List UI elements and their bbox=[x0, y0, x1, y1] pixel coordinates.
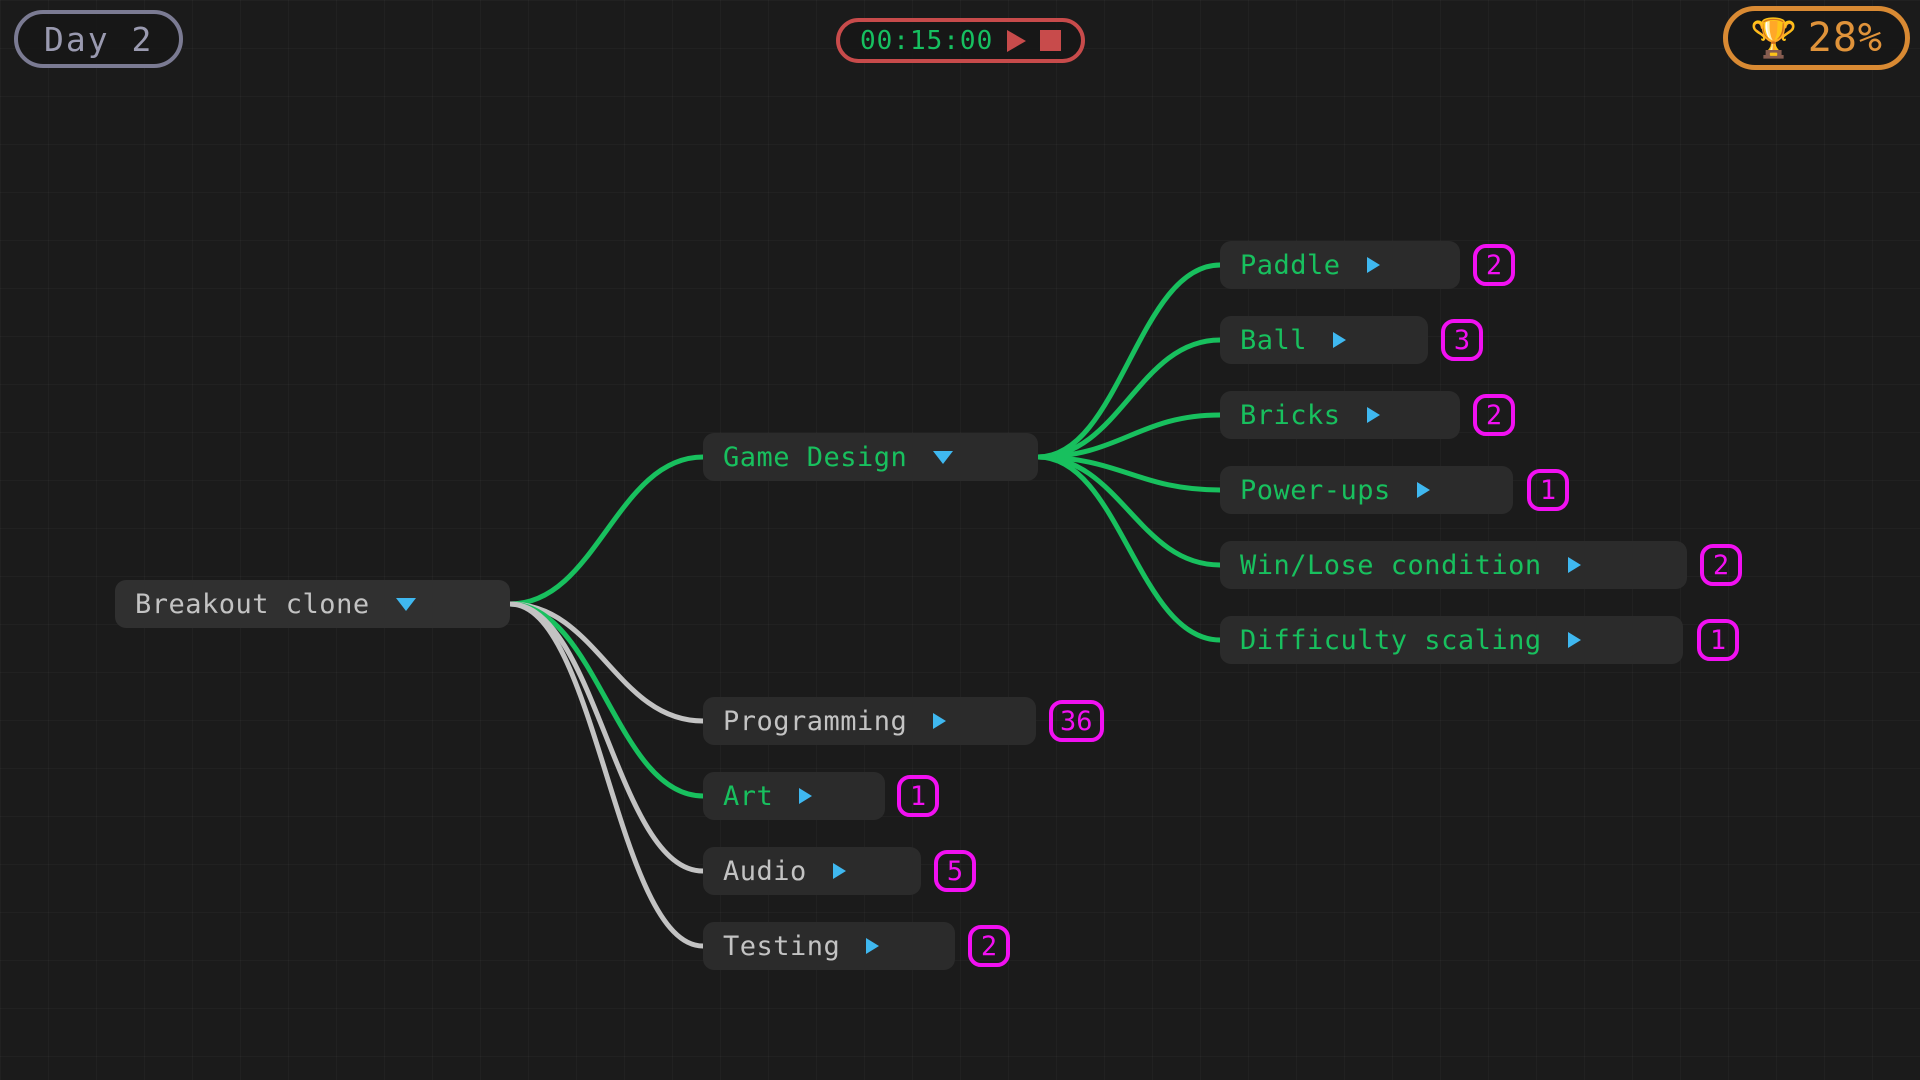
chevron-right-icon[interactable] bbox=[866, 938, 880, 954]
edge-game-design bbox=[507, 454, 706, 607]
edge-power-ups bbox=[1035, 454, 1223, 493]
node-label: Game Design bbox=[723, 441, 908, 473]
stop-icon[interactable] bbox=[1040, 30, 1062, 51]
edge-bricks bbox=[1035, 412, 1223, 460]
edge-ball bbox=[1035, 337, 1223, 460]
session-timer[interactable]: 00:15:00 bbox=[836, 18, 1086, 63]
node-paddle[interactable]: Paddle bbox=[1220, 241, 1460, 289]
node-audio[interactable]: Audio bbox=[703, 847, 921, 895]
chevron-right-icon[interactable] bbox=[1416, 482, 1430, 498]
node-label: Bricks bbox=[1240, 399, 1341, 431]
day-counter-badge: Day 2 bbox=[14, 10, 184, 68]
edge-paddle bbox=[1035, 262, 1223, 460]
chevron-right-icon[interactable] bbox=[1567, 557, 1581, 573]
play-icon[interactable] bbox=[1007, 29, 1027, 52]
node-art[interactable]: Art bbox=[703, 772, 885, 820]
node-label: Programming bbox=[723, 705, 908, 737]
node-win-lose-condition[interactable]: Win/Lose condition bbox=[1220, 541, 1687, 589]
subtask-count-badge: 1 bbox=[1527, 469, 1569, 511]
chevron-right-icon[interactable] bbox=[1366, 257, 1380, 273]
chevron-right-icon[interactable] bbox=[799, 788, 813, 804]
chevron-right-icon[interactable] bbox=[1333, 332, 1347, 348]
node-label: Ball bbox=[1240, 324, 1308, 356]
subtask-count-badge: 2 bbox=[1473, 394, 1515, 436]
edge-win-lose-condition bbox=[1035, 454, 1223, 568]
subtask-count-badge: 3 bbox=[1441, 319, 1483, 361]
node-game-design[interactable]: Game Design bbox=[703, 433, 1038, 481]
chevron-down-icon[interactable] bbox=[395, 597, 416, 611]
edge-programming bbox=[507, 601, 706, 724]
chevron-right-icon[interactable] bbox=[832, 863, 846, 879]
chevron-down-icon[interactable] bbox=[933, 450, 954, 464]
node-bricks[interactable]: Bricks bbox=[1220, 391, 1460, 439]
day-counter-label: Day 2 bbox=[44, 19, 154, 59]
edge-difficulty-scaling bbox=[1035, 454, 1223, 643]
subtask-count-badge: 1 bbox=[897, 775, 939, 817]
edge-art bbox=[507, 601, 706, 799]
chevron-right-icon[interactable] bbox=[1366, 407, 1380, 423]
chevron-right-icon[interactable] bbox=[933, 713, 947, 729]
node-label: Win/Lose condition bbox=[1240, 549, 1542, 581]
node-label: Art bbox=[723, 780, 774, 812]
subtask-count-badge: 1 bbox=[1697, 619, 1739, 661]
node-label: Difficulty scaling bbox=[1240, 624, 1542, 656]
node-label: Breakout clone bbox=[135, 588, 370, 620]
subtask-count-badge: 2 bbox=[1700, 544, 1742, 586]
subtask-count-badge: 5 bbox=[934, 850, 976, 892]
edge-audio bbox=[507, 601, 706, 874]
node-difficulty-scaling[interactable]: Difficulty scaling bbox=[1220, 616, 1683, 664]
timer-value: 00:15:00 bbox=[860, 25, 994, 56]
root-node-breakout-clone[interactable]: Breakout clone bbox=[115, 580, 510, 628]
subtask-count-badge: 2 bbox=[1473, 244, 1515, 286]
subtask-count-badge: 36 bbox=[1049, 700, 1104, 742]
chevron-right-icon[interactable] bbox=[1567, 632, 1581, 648]
trophy-icon: 🏆 bbox=[1750, 16, 1798, 60]
progress-percent-label: 28% bbox=[1807, 15, 1883, 61]
subtask-count-badge: 2 bbox=[968, 925, 1010, 967]
progress-score-badge: 🏆 28% bbox=[1723, 6, 1910, 70]
node-testing[interactable]: Testing bbox=[703, 922, 955, 970]
node-label: Paddle bbox=[1240, 249, 1341, 281]
node-ball[interactable]: Ball bbox=[1220, 316, 1428, 364]
node-label: Power-ups bbox=[1240, 474, 1391, 506]
node-power-ups[interactable]: Power-ups bbox=[1220, 466, 1513, 514]
node-label: Audio bbox=[723, 855, 807, 887]
node-programming[interactable]: Programming bbox=[703, 697, 1036, 745]
node-label: Testing bbox=[723, 930, 841, 962]
edge-testing bbox=[507, 601, 706, 949]
